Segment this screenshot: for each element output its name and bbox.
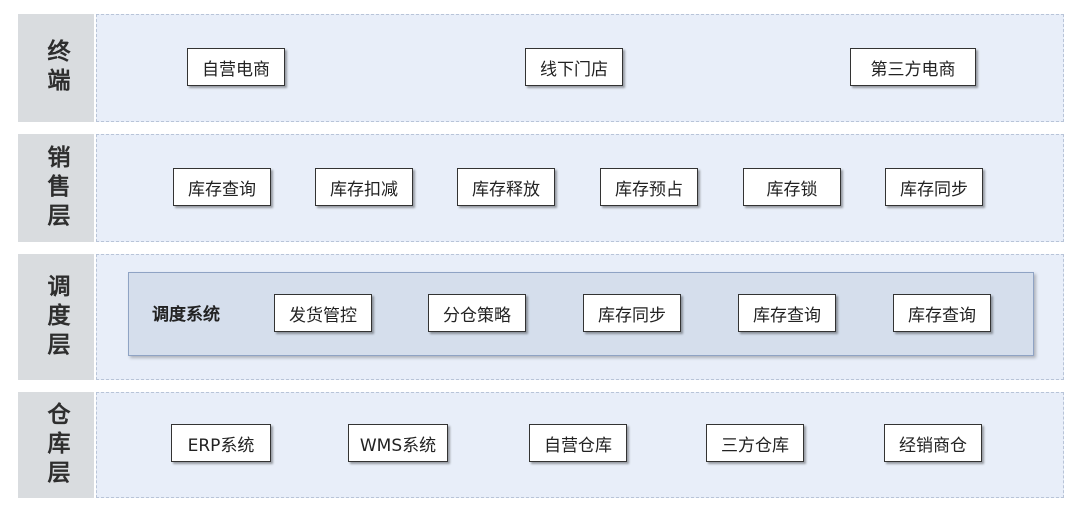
layer-label-sales: 销售层	[18, 134, 94, 242]
sales-item-inventory-deduction: 库存扣减	[315, 168, 413, 206]
dispatch-item-inventory-query: 库存查询	[738, 294, 836, 332]
dispatch-item-warehouse-strategy: 分仓策略	[428, 294, 526, 332]
warehouse-item-erp: ERP系统	[171, 424, 271, 462]
layer-label-terminal: 终端	[18, 14, 94, 122]
warehouse-item-own-warehouse: 自营仓库	[529, 424, 627, 462]
sales-item-inventory-release: 库存释放	[457, 168, 555, 206]
dispatch-item-inventory-sync: 库存同步	[583, 294, 681, 332]
terminal-item-offline-store: 线下门店	[525, 48, 623, 86]
warehouse-item-distributor-warehouse: 经销商仓	[884, 424, 982, 462]
dispatch-system-title: 调度系统	[152, 305, 220, 325]
layer-label-text: 终端	[43, 39, 69, 97]
sales-item-inventory-sync: 库存同步	[885, 168, 983, 206]
dispatch-item-inventory-query: 库存查询	[893, 294, 991, 332]
warehouse-item-wms: WMS系统	[348, 424, 448, 462]
layer-label-text: 销售层	[43, 144, 69, 232]
layer-label-text: 仓库层	[43, 401, 69, 489]
layer-label-warehouse: 仓库层	[18, 392, 94, 498]
terminal-item-third-party-ecommerce: 第三方电商	[850, 48, 976, 86]
layer-label-dispatch: 调度层	[18, 254, 94, 380]
layer-label-text: 调度层	[43, 273, 69, 361]
sales-item-inventory-lock: 库存锁	[743, 168, 841, 206]
sales-item-inventory-query: 库存查询	[173, 168, 271, 206]
sales-item-inventory-prehold: 库存预占	[600, 168, 698, 206]
dispatch-item-shipping-control: 发货管控	[274, 294, 372, 332]
terminal-item-own-ecommerce: 自营电商	[187, 48, 285, 86]
warehouse-item-third-party-warehouse: 三方仓库	[706, 424, 804, 462]
